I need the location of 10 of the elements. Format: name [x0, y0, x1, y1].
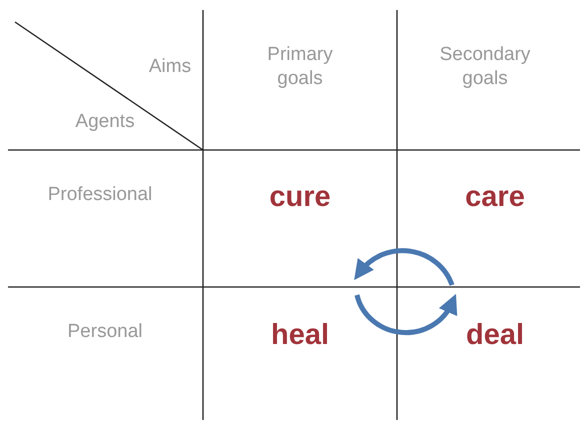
- row-header: Personal: [66, 320, 144, 344]
- header-text: Agents: [74, 110, 136, 134]
- row-header: Professional: [46, 183, 154, 207]
- column-header: Primary goals: [266, 43, 334, 91]
- cell-text: heal: [270, 323, 330, 347]
- cell-text: cure: [268, 185, 332, 209]
- cell-text: care: [464, 185, 526, 209]
- cell-text: deal: [464, 323, 526, 347]
- column-header: Secondary goals: [438, 43, 532, 91]
- header-text: Aims: [148, 55, 192, 79]
